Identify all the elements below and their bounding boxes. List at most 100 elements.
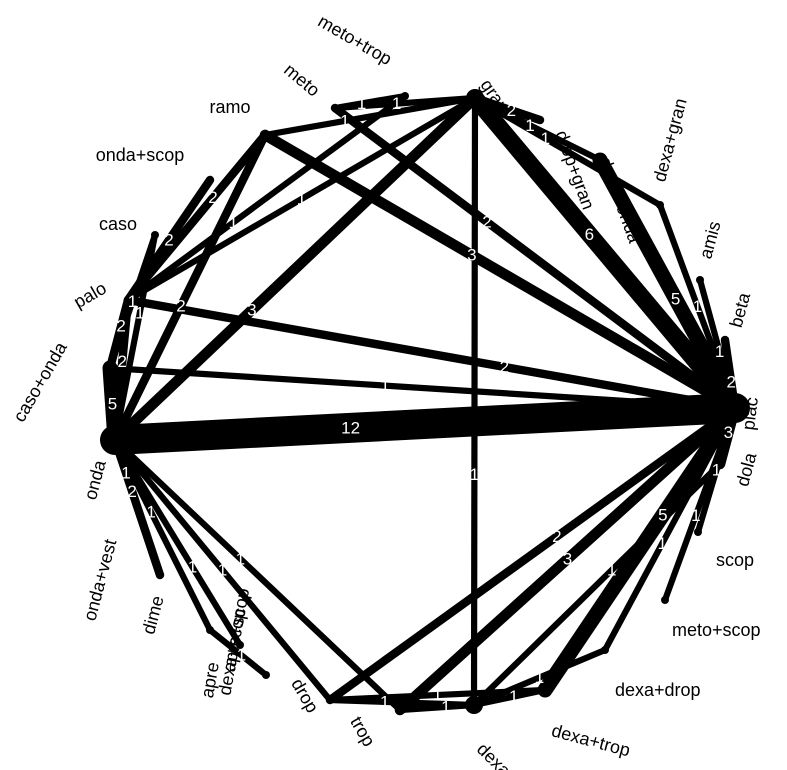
node-caso+onda xyxy=(106,364,114,372)
edge-onda-gran xyxy=(109,92,481,446)
edge-label-onda+vest-onda: 1 xyxy=(121,464,130,483)
edge-ramo-onda xyxy=(110,130,270,445)
edge-label-gran-ramo: 1 xyxy=(340,111,349,130)
node-onda+vest xyxy=(136,511,144,519)
edge-trop-plac xyxy=(394,402,741,716)
edge-label-meto+trop-meto: 1 xyxy=(357,94,366,113)
edge-gran-dexa+onda xyxy=(471,94,604,164)
edge-label-gran-meto: 1 xyxy=(392,94,401,113)
edge-label-dime-onda: 2 xyxy=(127,482,136,501)
edge-label-onda-plac: 12 xyxy=(341,418,360,437)
node-amis xyxy=(696,276,704,284)
edge-label-caso+onda-plac: 1 xyxy=(380,376,389,395)
node-beta xyxy=(721,336,729,344)
edge-gran-ramo xyxy=(261,94,479,139)
edge-label-dexa+onda-plac: 5 xyxy=(671,289,680,308)
edge-dexa+scop-apre xyxy=(206,626,270,679)
nodes xyxy=(103,89,747,714)
edge-label-drop-onda: 1 xyxy=(218,561,227,580)
node-label-plac: plac xyxy=(738,396,762,431)
edge-dexa+drop-dexa xyxy=(470,646,609,709)
edge-label-trop-onda: 1 xyxy=(236,549,245,568)
edge-caso+onda-plac xyxy=(106,364,739,412)
node-label-dola: dola xyxy=(732,450,760,489)
edge-dexa-gran xyxy=(470,94,479,709)
edge-label-gran-palo: 1 xyxy=(297,190,306,209)
node-meto xyxy=(331,104,339,112)
edge-label-dexa+drop-plac: 1 xyxy=(657,534,666,553)
edge-dexa+onda-plac xyxy=(592,152,743,416)
edge-meto+trop-palo xyxy=(124,92,409,304)
edge-amis-plac xyxy=(696,276,739,412)
node-label-dime: dime xyxy=(138,594,167,637)
edge-label-trop-plac: 3 xyxy=(563,550,572,569)
node-caso xyxy=(151,231,159,239)
edge-meto-plac xyxy=(330,103,740,413)
node-apre xyxy=(206,626,214,634)
edge-meto+trop-meto xyxy=(331,92,409,112)
node-label-ramo: ramo xyxy=(209,97,250,117)
edge-label-dexa-gran: 1 xyxy=(470,465,479,484)
node-meto+trop xyxy=(401,92,409,100)
edge-ramo-plac xyxy=(259,129,741,414)
edge-gran-palo xyxy=(124,94,479,304)
node-ramo xyxy=(261,131,269,139)
node-label-caso+onda: caso+onda xyxy=(9,338,71,426)
edge-label-gran-dexa+gran: 1 xyxy=(541,129,550,148)
edge-ramo-palo xyxy=(123,130,270,305)
edge-label-dexa+scop-apre: 1 xyxy=(237,646,246,665)
edge-label-dexa+trop-drop: 1 xyxy=(433,686,442,705)
node-label-onda: onda xyxy=(80,457,110,502)
edge-caso+onda-caso xyxy=(106,231,159,372)
node-dexa+gran xyxy=(656,201,664,209)
edge-palo-plac xyxy=(123,295,740,413)
edge-label-palo-onda: 2 xyxy=(118,352,127,371)
node-label-amis: amis xyxy=(695,219,724,261)
node-label-meto+scop: meto+scop xyxy=(672,620,761,640)
edge-label-dexa-trop: 1 xyxy=(441,697,450,716)
edge-label-ramo-palo: 2 xyxy=(208,188,217,207)
edge-onda-plac xyxy=(100,393,750,455)
edge-drop-onda xyxy=(111,436,334,704)
node-label-beta: beta xyxy=(726,290,755,330)
edge-label-dexa+gran-plac: 1 xyxy=(693,297,702,316)
edge-label-drop+gran-gran: 2 xyxy=(507,101,516,120)
edge-label-meto+scop-plac: 1 xyxy=(691,506,700,525)
edge-apre+scop-onda xyxy=(111,436,244,649)
node-dola xyxy=(716,460,724,468)
node-drop xyxy=(326,696,334,704)
node-label-trop: trop xyxy=(346,713,379,750)
edge-label-caso-onda: 1 xyxy=(135,303,144,322)
edge-label-scop-plac: 1 xyxy=(712,461,721,480)
node-dexa+drop xyxy=(601,646,609,654)
edge-label-ramo-onda: 2 xyxy=(176,296,185,315)
edge-label-ramo-plac: 3 xyxy=(467,246,476,265)
edge-label-dexa-drop: 1 xyxy=(380,692,389,711)
edge-label-amis-plac: 1 xyxy=(715,342,724,361)
edge-label-onda+scop-palo: 2 xyxy=(164,231,173,250)
edge-label-meto+trop-palo: 1 xyxy=(229,213,238,232)
node-label-dexa: dexa xyxy=(473,739,515,770)
edge-dexa+drop-plac xyxy=(601,404,739,654)
edge-label-meto-plac: 2 xyxy=(482,213,491,232)
edge-gran-plac xyxy=(466,89,744,417)
node-label-caso: caso xyxy=(99,214,137,234)
edge-label-gran-plac: 6 xyxy=(585,225,594,244)
edge-label-apre-onda: 1 xyxy=(146,503,155,522)
edges xyxy=(100,89,750,716)
node-palo xyxy=(124,296,132,304)
node-label-palo: palo xyxy=(70,278,109,312)
node-label-onda+scop: onda+scop xyxy=(96,145,185,165)
node-scop xyxy=(694,528,702,536)
node-onda xyxy=(103,428,127,452)
node-label-dexa+onda: dexa+onda xyxy=(595,154,645,246)
edge-dexa+trop-drop xyxy=(326,686,549,704)
edge-label-caso+onda-onda: 5 xyxy=(108,395,117,414)
edge-label-palo-plac: 2 xyxy=(500,357,509,376)
node-onda+scop xyxy=(206,176,214,184)
edge-label-gran-dexa+onda: 1 xyxy=(525,116,534,135)
edge-label-dexa+trop-dexa: 1 xyxy=(509,687,518,706)
edge-drop-plac xyxy=(325,403,740,705)
